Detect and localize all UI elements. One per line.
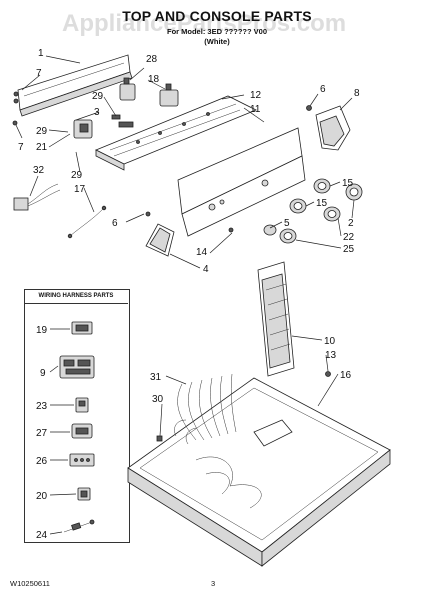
harness-32 [13, 183, 61, 211]
callout-15: 15 [342, 178, 354, 189]
callout-11: 11 [250, 104, 261, 115]
callout-30: 30 [152, 394, 164, 405]
callout-14: 14 [196, 247, 208, 258]
callout-7: 7 [18, 142, 24, 153]
callout-31: 31 [150, 372, 162, 383]
control-panel-frame [95, 95, 257, 171]
leader-lines [15, 55, 355, 535]
screw-13 [325, 371, 331, 377]
wh-callout-9: 9 [40, 368, 46, 379]
callout-12: 12 [250, 90, 262, 101]
callout-25: 25 [343, 244, 355, 255]
bracket-29 [111, 114, 134, 128]
callout-6: 6 [112, 218, 118, 229]
callout-21: 21 [36, 142, 48, 153]
callout-13: 13 [325, 350, 337, 361]
wiring-harness-title: WIRING HARNESS PARTS [24, 289, 128, 304]
callout-18: 18 [148, 74, 160, 85]
wh-callout-20: 20 [36, 491, 48, 502]
lint-trap-cover [145, 223, 175, 257]
callout-8: 8 [354, 88, 360, 99]
wh-callout-19: 19 [36, 325, 48, 336]
callout-3: 3 [94, 107, 100, 118]
callout-5: 5 [284, 218, 290, 229]
control-switch-18 [159, 83, 179, 107]
wh-part-26 [69, 453, 95, 467]
wh-callout-26: 26 [36, 456, 48, 467]
screw-7-top [13, 91, 19, 104]
callout-2: 2 [348, 218, 354, 229]
wh-callout-27: 27 [36, 428, 48, 439]
wh-part-23 [75, 397, 89, 413]
wh-part-27 [71, 423, 93, 439]
color-line: (White) [204, 37, 230, 46]
screw-7-bottom [12, 120, 18, 126]
callout-22: 22 [343, 232, 355, 243]
callout-15: 15 [316, 198, 328, 209]
wh-part-19 [71, 321, 93, 335]
model-line: For Model: 3ED ?????? V00 [166, 27, 267, 36]
callout-4: 4 [203, 264, 209, 275]
callout-29: 29 [36, 126, 48, 137]
control-switch-28 [119, 77, 136, 101]
page-number: 3 [211, 579, 216, 588]
callout-10: 10 [324, 336, 336, 347]
callout-17: 17 [74, 184, 86, 195]
screw-6-left [145, 211, 151, 217]
knob-15-a [313, 178, 331, 194]
console-end-cap [315, 105, 351, 151]
callout-6: 6 [320, 84, 326, 95]
knob-25 [279, 228, 297, 244]
rear-console-panel [17, 54, 133, 117]
knob-5 [263, 224, 277, 236]
callout-7: 7 [36, 68, 42, 79]
callout-16: 16 [340, 370, 352, 381]
callout-32: 32 [33, 165, 45, 176]
screw-14 [228, 227, 234, 233]
wh-callout-23: 23 [36, 401, 48, 412]
page-title: TOP AND CONSOLE PARTS [122, 8, 312, 24]
callout-1: 1 [38, 48, 44, 59]
document-number: W10250611 [10, 579, 50, 588]
wh-part-9 [59, 355, 95, 379]
wh-part-24 [63, 519, 95, 533]
knob-22 [323, 206, 341, 222]
callout-29: 29 [71, 170, 83, 181]
console-face [177, 127, 306, 237]
timer-21 [73, 119, 93, 139]
wire-bundle-31 [174, 373, 237, 445]
wire-connector-30 [156, 435, 163, 442]
wh-callout-24: 24 [36, 530, 48, 541]
harness-17 [67, 205, 107, 239]
watermark: AppliancePartsPros.com [62, 10, 347, 37]
screw-6-right [306, 105, 312, 111]
wh-part-20 [77, 487, 91, 501]
dryer-top-panel [127, 377, 391, 567]
knob-15-b [289, 198, 307, 214]
callout-29: 29 [92, 91, 104, 102]
callout-28: 28 [146, 54, 158, 65]
lint-screen [257, 261, 295, 377]
